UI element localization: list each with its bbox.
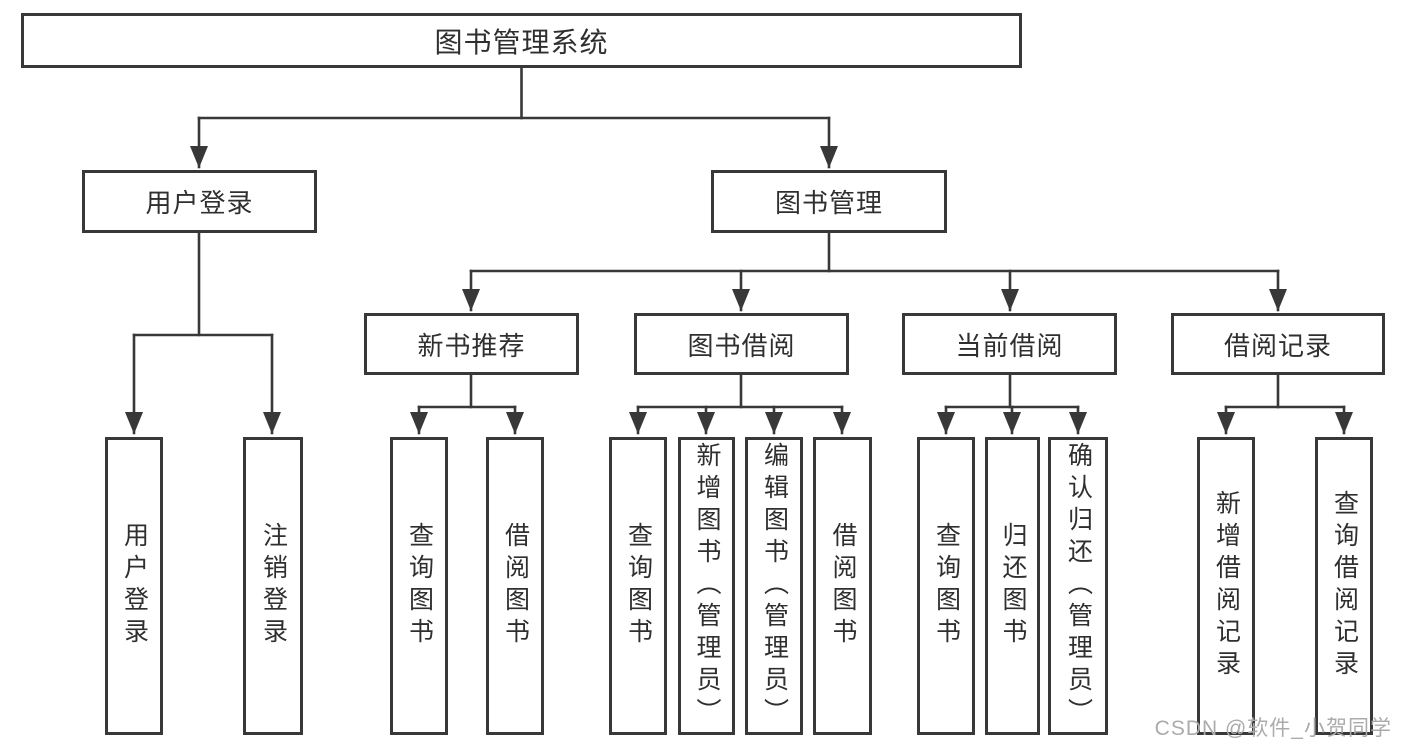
leaf-query-books-recommend: 查询图书 — [390, 437, 448, 735]
leaf-borrow-books-borrowing: 借阅图书 — [813, 437, 872, 735]
leaf-label: 新增图书（管理员） — [693, 442, 721, 730]
leaf-label: 查询图书 — [932, 522, 961, 650]
node-label: 借阅记录 — [1223, 330, 1332, 361]
node-label: 当前借阅 — [955, 330, 1064, 361]
leaf-query-books-current: 查询图书 — [917, 437, 975, 735]
node-borrowing-records: 借阅记录 — [1171, 313, 1385, 375]
node-label: 图书管理系统 — [434, 26, 609, 58]
node-label: 新书推荐 — [417, 330, 526, 361]
leaf-label: 查询图书 — [405, 522, 434, 650]
leaf-borrow-books-recommend: 借阅图书 — [486, 437, 544, 735]
leaf-label: 借阅图书 — [501, 522, 530, 650]
leaf-label: 查询借阅记录 — [1330, 490, 1359, 682]
leaf-label: 用户登录 — [120, 522, 149, 650]
node-library-management-system: 图书管理系统 — [21, 13, 1022, 68]
leaf-add-books-admin: 新增图书（管理员） — [678, 437, 735, 735]
node-label: 图书管理 — [774, 188, 883, 218]
leaf-return-books: 归还图书 — [985, 437, 1040, 735]
node-label: 用户登录 — [145, 188, 254, 218]
node-book-management: 图书管理 — [711, 170, 947, 233]
node-label: 图书借阅 — [687, 330, 796, 361]
leaf-label: 借阅图书 — [829, 522, 857, 650]
node-book-borrowing: 图书借阅 — [634, 313, 849, 375]
node-user-login: 用户登录 — [82, 170, 317, 233]
leaf-query-books-borrowing: 查询图书 — [609, 437, 667, 735]
leaf-label: 查询图书 — [624, 522, 653, 650]
leaf-label: 注销登录 — [259, 522, 288, 650]
leaf-label: 编辑图书（管理员） — [760, 442, 789, 730]
leaf-logout-login: 注销登录 — [243, 437, 303, 735]
leaf-label: 归还图书 — [999, 522, 1027, 650]
leaf-label: 确认归还（管理员） — [1064, 442, 1093, 730]
leaf-label: 新增借阅记录 — [1212, 490, 1241, 682]
leaf-add-borrow-record: 新增借阅记录 — [1197, 437, 1255, 735]
leaf-query-borrow-record: 查询借阅记录 — [1315, 437, 1373, 735]
node-new-book-recommendation: 新书推荐 — [364, 313, 579, 375]
leaf-edit-books-admin: 编辑图书（管理员） — [745, 437, 803, 735]
leaf-confirm-return-admin: 确认归还（管理员） — [1048, 437, 1108, 735]
leaf-user-login: 用户登录 — [105, 437, 163, 735]
node-current-borrowing: 当前借阅 — [902, 313, 1117, 375]
